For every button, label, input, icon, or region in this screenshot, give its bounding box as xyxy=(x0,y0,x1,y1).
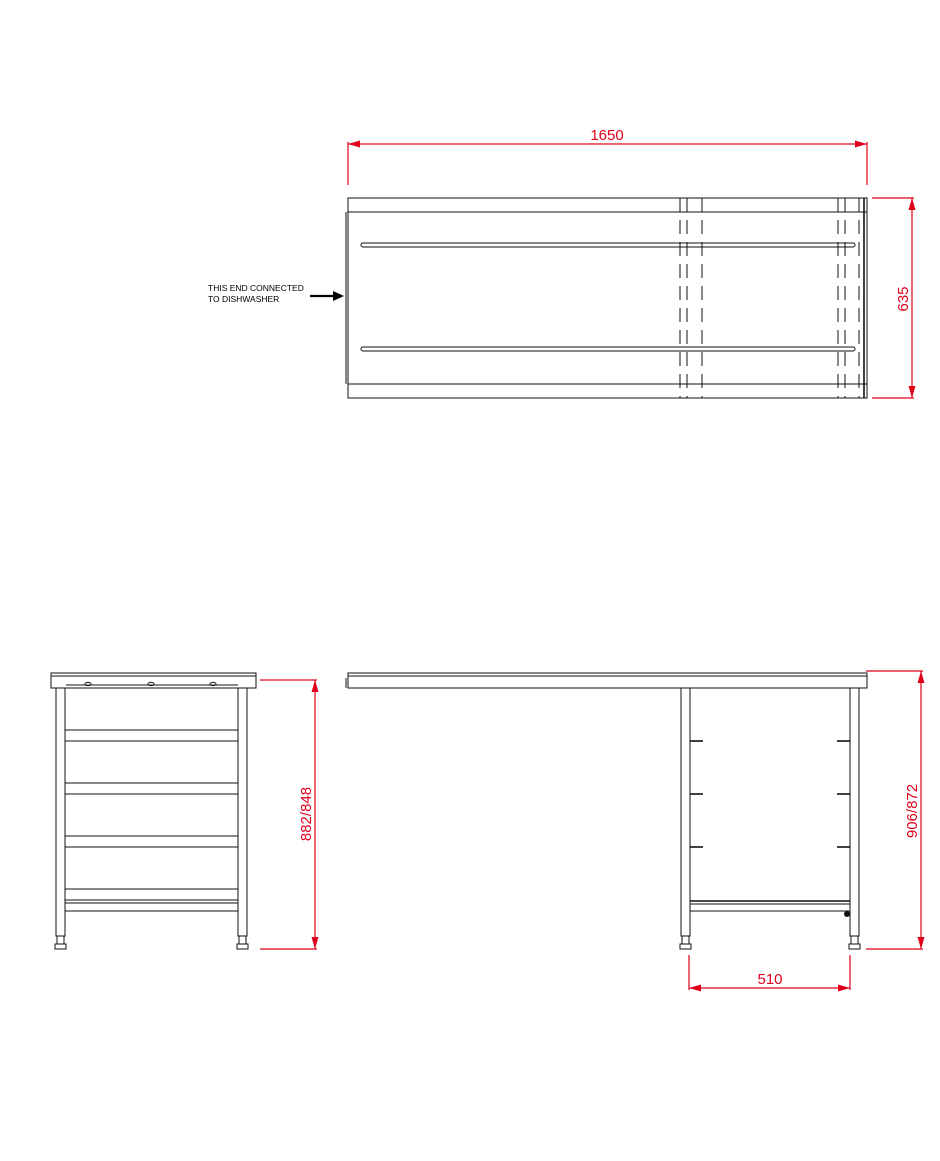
plan-table-outline xyxy=(345,197,868,399)
plan-view: 1650 635 xyxy=(208,127,916,399)
end-view: 882/848 xyxy=(50,672,319,950)
side-view: 906/872 510 xyxy=(345,670,925,992)
arrow-right-icon xyxy=(333,291,344,301)
note-line-2: TO DISHWASHER xyxy=(208,294,279,304)
plan-length-dimension: 1650 xyxy=(347,127,868,185)
note-line-1: THIS END CONNECTED xyxy=(208,283,304,293)
dishwasher-note: THIS END CONNECTED TO DISHWASHER xyxy=(208,283,344,304)
end-height-dimension: 882/848 xyxy=(260,679,319,950)
plan-length-label: 1650 xyxy=(590,127,623,144)
end-height-label: 882/848 xyxy=(298,787,315,841)
leg-span-dimension: 510 xyxy=(688,955,851,992)
plan-width-dimension: 635 xyxy=(872,197,916,399)
leg-span-label: 510 xyxy=(757,971,782,988)
plan-width-label: 635 xyxy=(895,286,912,311)
side-height-label: 906/872 xyxy=(904,784,921,838)
side-height-dimension: 906/872 xyxy=(866,670,925,950)
